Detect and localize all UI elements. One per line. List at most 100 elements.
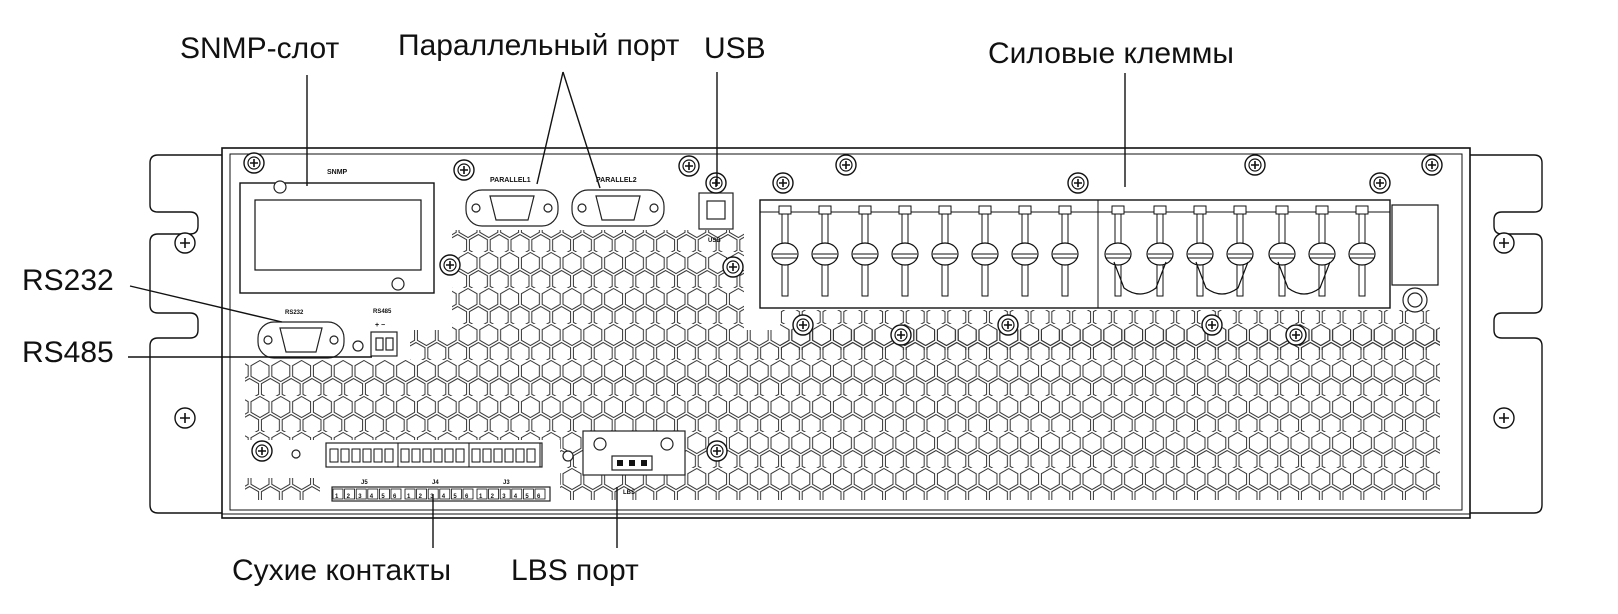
dry-contact-pin <box>400 448 410 463</box>
screw-icon <box>1067 172 1089 194</box>
pin-number-label: 3 <box>358 494 362 500</box>
j4-panel-label: J4 <box>432 480 439 486</box>
dry-contact-pin <box>444 448 454 463</box>
power-terminal <box>1051 205 1079 297</box>
pin-number-label: 2 <box>347 494 351 500</box>
power-terminal <box>1104 205 1132 297</box>
usb-port: USB <box>698 192 734 244</box>
power-terminal <box>811 205 839 297</box>
power-terminal <box>891 205 919 297</box>
parallel1-panel-label: PARALLEL1 <box>490 177 531 184</box>
terminal-link <box>1277 261 1331 295</box>
dry-contact-pin <box>340 448 350 463</box>
snmp-screw-icon <box>391 277 405 291</box>
lbs-port: LBS <box>562 430 686 496</box>
pin-number-label: 5 <box>525 494 529 500</box>
dry-contact-pin <box>329 448 339 463</box>
dry-contact-pin <box>433 448 443 463</box>
screw-icon <box>1285 324 1307 346</box>
power-terminal <box>1348 205 1376 297</box>
pin-number-label: 6 <box>393 494 397 500</box>
power-terminal <box>1268 205 1296 297</box>
dry-contact-pin <box>482 448 492 463</box>
rs485-panel-label: RS485 <box>373 309 392 315</box>
snmp-screw-icon <box>273 180 287 194</box>
pin-number-label: 6 <box>537 494 541 500</box>
pin-number-label: 3 <box>430 494 434 500</box>
pin-number-label: 6 <box>465 494 469 500</box>
dry-contact-pin <box>362 448 372 463</box>
screw-icon <box>722 256 744 278</box>
left-ear-bottom-mount-icon <box>174 407 196 429</box>
power-terminal <box>1011 205 1039 297</box>
screw-icon <box>1421 154 1443 176</box>
screw-icon <box>678 155 700 177</box>
rs232-screw-icon <box>352 340 364 352</box>
dry-contact-pin <box>373 448 383 463</box>
dry-contact-pin <box>493 448 503 463</box>
right-ear-bottom-mount-icon <box>1493 407 1515 429</box>
callout-lbs-port: LBS порт <box>511 554 639 587</box>
callout-rs485: RS485 <box>22 336 114 369</box>
screw-icon <box>997 314 1019 336</box>
dry-contact-pin <box>351 448 361 463</box>
power-terminal <box>851 205 879 297</box>
pin-number-label: 2 <box>419 494 423 500</box>
callout-parallel-port: Параллельный порт <box>398 29 680 62</box>
power-terminal <box>1186 205 1214 297</box>
pin-number-label: 1 <box>407 494 411 500</box>
screw-icon <box>453 159 475 181</box>
pin-number-label: 1 <box>335 494 339 500</box>
screw-icon <box>251 440 273 462</box>
right-ear-top-mount-icon <box>1493 232 1515 254</box>
j3-panel-label: J3 <box>503 480 510 486</box>
pin-number-label: 4 <box>514 494 518 500</box>
screw-icon <box>706 440 728 462</box>
callout-power-terminals: Силовые клеммы <box>988 37 1234 70</box>
screw-icon <box>835 154 857 176</box>
rs485-port: RS485 + − <box>370 309 398 357</box>
lbs-panel-label: LBS <box>623 490 635 496</box>
screw-icon <box>792 314 814 336</box>
callout-rs232: RS232 <box>22 264 114 297</box>
power-terminal <box>1308 205 1336 297</box>
usb-panel-label: USB <box>708 238 721 244</box>
dry-contact-pin <box>384 448 394 463</box>
pin-number-label: 5 <box>453 494 457 500</box>
parallel-port-2: PARALLEL2 <box>571 177 665 227</box>
dry-contact-pin <box>455 448 465 463</box>
dry-contact-pin <box>411 448 421 463</box>
j5-panel-label: J5 <box>361 480 368 486</box>
screw-icon <box>1369 172 1391 194</box>
screw-icon <box>1201 314 1223 336</box>
pin-number-label: 3 <box>502 494 506 500</box>
terminal-link <box>1113 261 1167 295</box>
parallel-port-1: PARALLEL1 <box>465 177 559 227</box>
terminal-link <box>1195 261 1249 295</box>
power-terminal <box>1146 205 1174 297</box>
pin-number-label: 1 <box>479 494 483 500</box>
pin-number-label: 2 <box>491 494 495 500</box>
ventilation-grille <box>245 230 1440 500</box>
screw-icon <box>1244 154 1266 176</box>
power-terminal-block <box>759 199 1439 313</box>
chassis-screws <box>243 152 1443 462</box>
snmp-panel-label: SNMP <box>327 169 348 176</box>
screw-icon <box>243 152 265 174</box>
pin-number-label: 4 <box>442 494 446 500</box>
screw-icon <box>439 254 461 276</box>
pin-number-label: 5 <box>381 494 385 500</box>
dry-contact-pin <box>515 448 525 463</box>
callout-leaders <box>128 71 1126 548</box>
snmp-slot-cover: SNMP <box>239 169 435 294</box>
rs232-panel-label: RS232 <box>285 310 304 316</box>
power-terminal <box>971 205 999 297</box>
power-terminal <box>931 205 959 297</box>
callout-usb: USB <box>704 32 766 65</box>
power-terminal <box>1226 205 1254 297</box>
dry-contact-pin <box>526 448 536 463</box>
screw-icon <box>890 324 912 346</box>
parallel2-panel-label: PARALLEL2 <box>596 177 637 184</box>
